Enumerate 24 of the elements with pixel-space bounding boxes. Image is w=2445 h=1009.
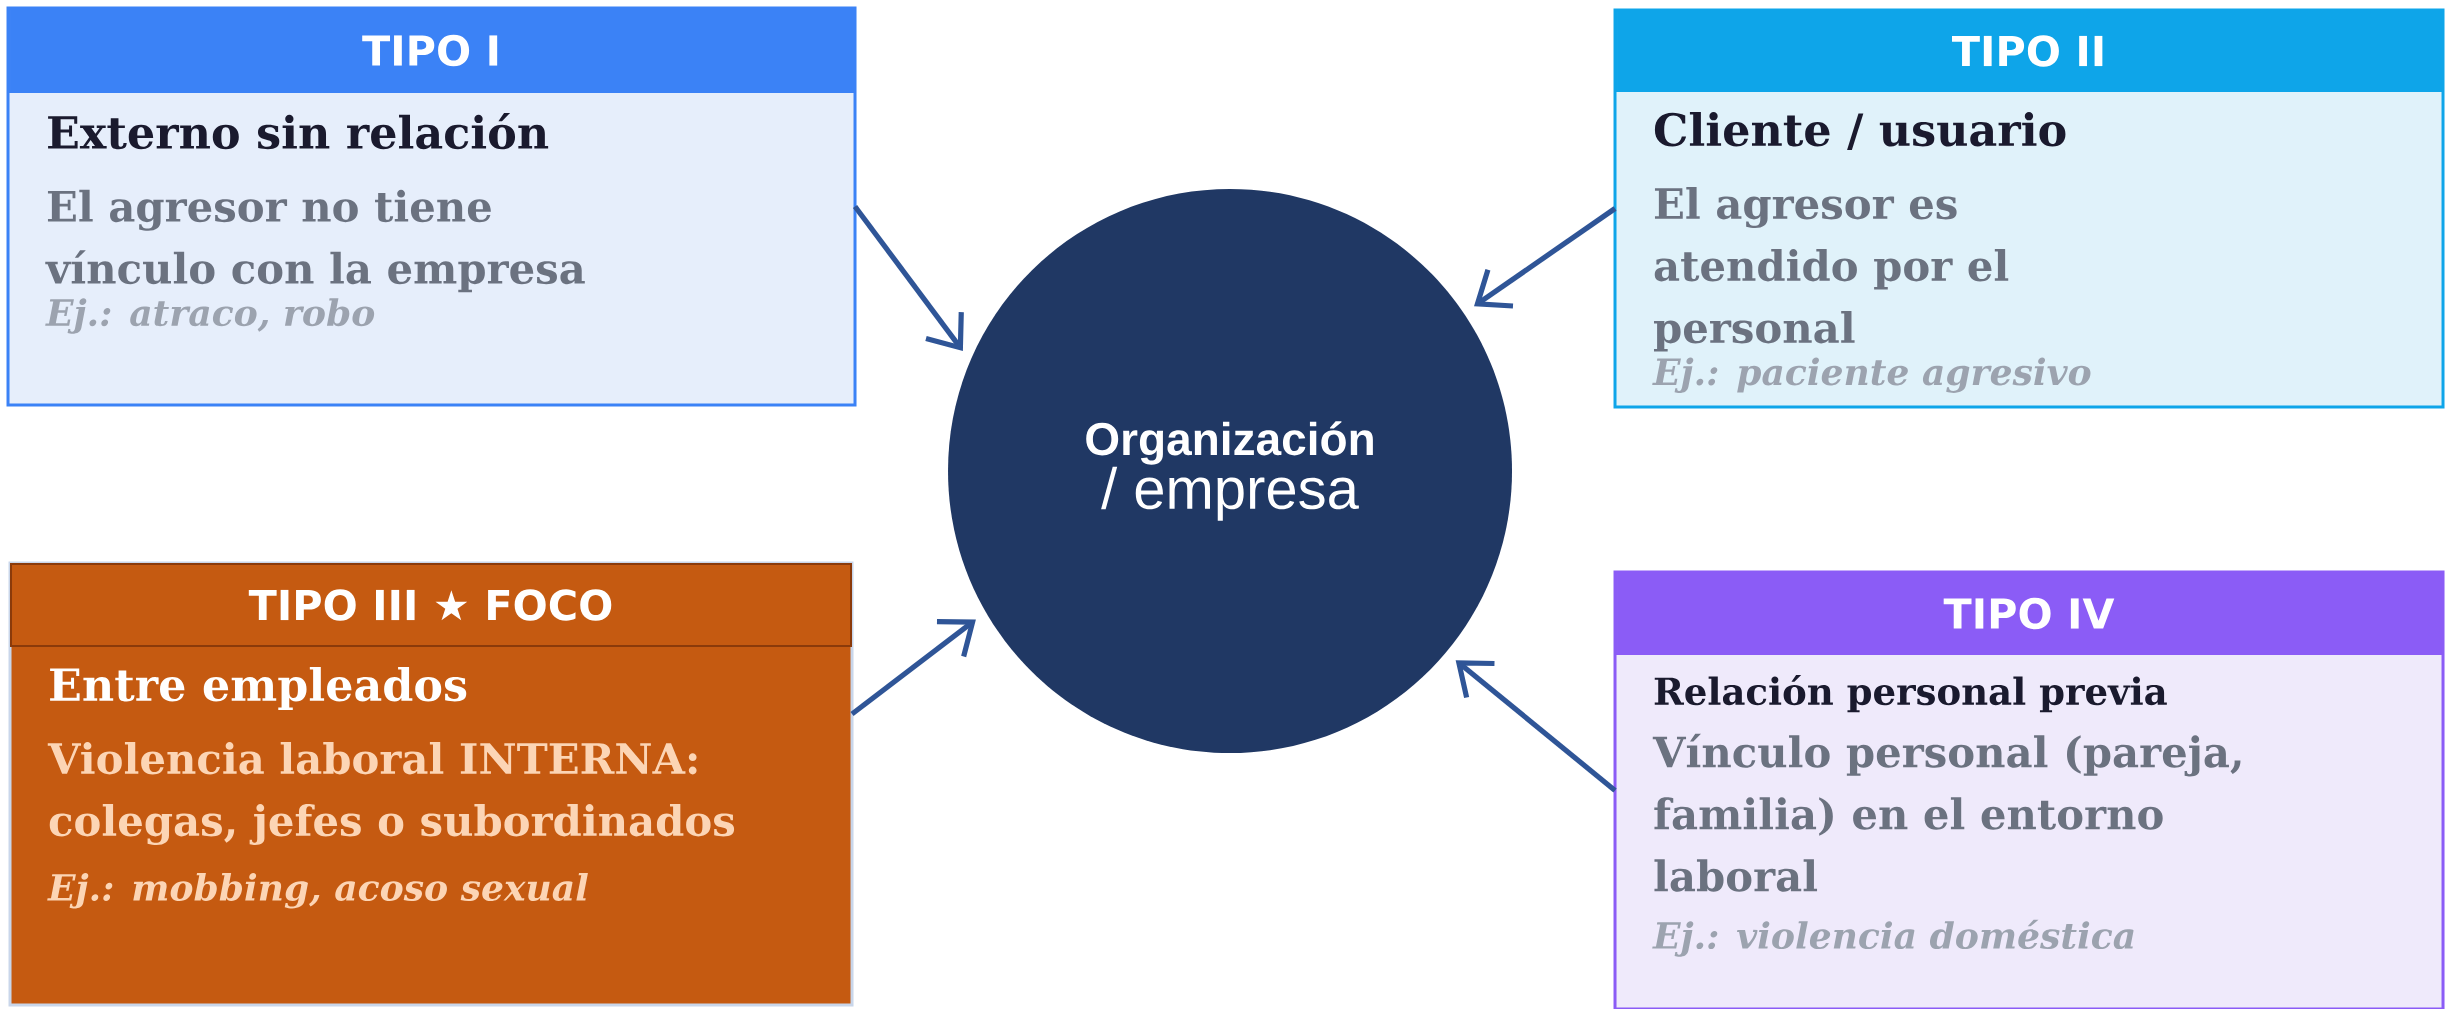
arrow (1455, 660, 1617, 793)
card-text: El agresor es atendido por el personal (1654, 187, 2009, 352)
card-title: Cliente / usuario (1654, 112, 2066, 150)
card-header: TIPO III ★ FOCO (9, 563, 853, 647)
arrow (1474, 206, 1617, 309)
example-text: Ej.: mobbing, acoso sexual (47, 873, 588, 909)
card-title: Externo sin relación (48, 113, 549, 150)
card (6, 6, 857, 407)
card (1613, 570, 2445, 1009)
arrow (852, 204, 964, 352)
arrow (850, 618, 976, 717)
card-header: TIPO I (7, 8, 856, 93)
card-text: Violencia laboral INTERNA: colegas, jefes o subordinados (47, 742, 735, 846)
card-header: TIPO II (1614, 10, 2444, 92)
example-text: Ej.: atraco, robo (45, 298, 375, 334)
example-text: Ej.: violencia doméstica (1652, 919, 2134, 957)
card-text: Vínculo personal (pareja, familia) en el entorno laboral (1652, 733, 2241, 892)
card-title: Entre empleados (50, 667, 467, 711)
card (1613, 8, 2445, 409)
example-text: Ej.: paciente agresivo (1652, 357, 2091, 393)
card-text: El agresor no tiene vínculo con la empresa (45, 189, 585, 293)
card (8, 561, 854, 1007)
card-header: TIPO IV (1614, 572, 2444, 655)
card-title: Relación personal previa (1654, 675, 2167, 713)
